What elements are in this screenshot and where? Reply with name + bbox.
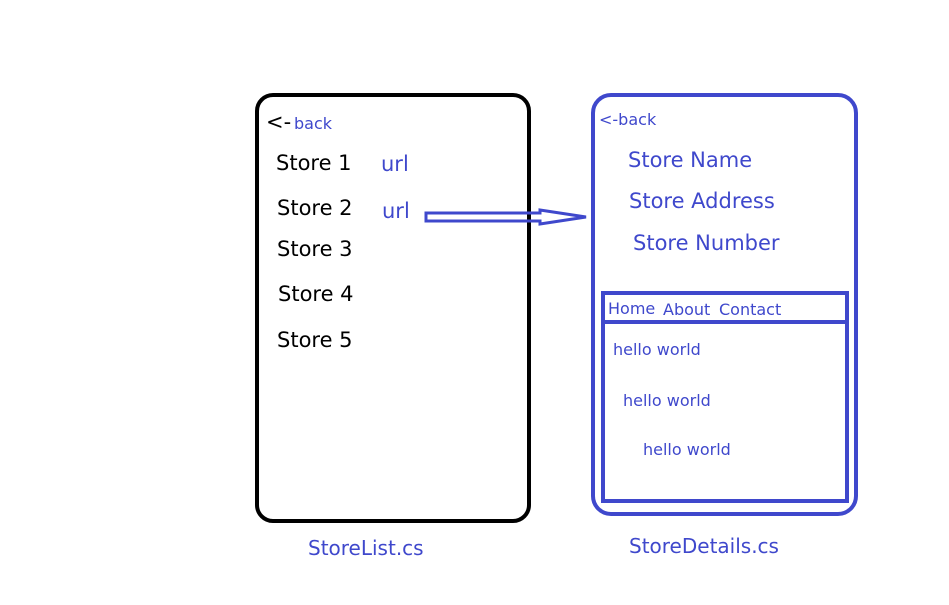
back-link[interactable]: back: [294, 114, 333, 133]
content-line-3: hello world: [643, 440, 731, 459]
back-arrow-icon[interactable]: <-: [266, 110, 292, 134]
tab-bar-divider: [601, 320, 849, 324]
store-item-4[interactable]: Store 4: [278, 282, 354, 306]
store-item-1[interactable]: Store 1: [276, 151, 352, 175]
tab-home[interactable]: Home: [608, 299, 656, 318]
store-details-caption: StoreDetails.cs: [629, 534, 779, 558]
tab-contact[interactable]: Contact: [719, 300, 782, 319]
store-details-screen: [591, 93, 858, 516]
back-link[interactable]: <-back: [599, 110, 657, 129]
store-url-link-1[interactable]: url: [381, 152, 409, 176]
store-item-3[interactable]: Store 3: [277, 237, 353, 261]
navigation-arrow: [424, 208, 587, 226]
store-list-screen: [255, 93, 531, 523]
store-item-5[interactable]: Store 5: [277, 328, 353, 352]
store-list-caption: StoreList.cs: [308, 536, 424, 560]
store-number-field: Store Number: [633, 231, 780, 255]
store-address-field: Store Address: [629, 189, 775, 213]
store-name-field: Store Name: [628, 148, 753, 172]
store-item-2[interactable]: Store 2: [277, 196, 353, 220]
content-line-2: hello world: [623, 391, 711, 410]
store-url-link-2[interactable]: url: [382, 199, 410, 223]
content-line-1: hello world: [613, 340, 701, 359]
tab-about[interactable]: About: [663, 300, 711, 319]
tab-panel: [601, 291, 849, 503]
